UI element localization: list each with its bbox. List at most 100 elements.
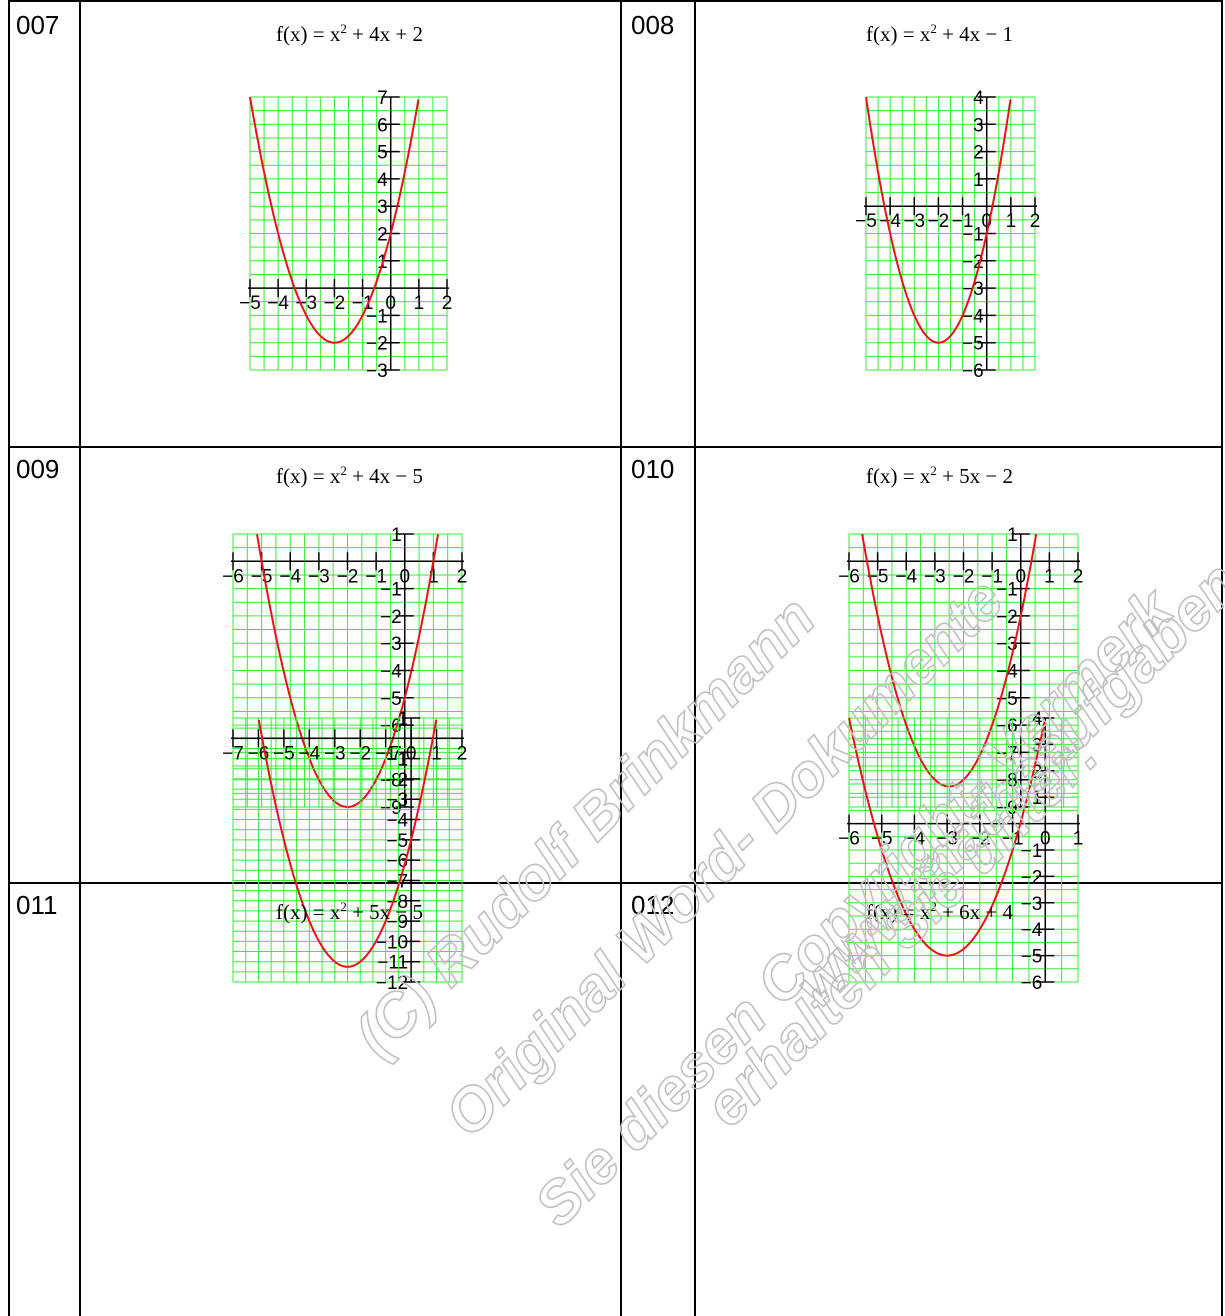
x-tick-label: −3 <box>324 743 346 764</box>
x-tick-label: −3 <box>295 293 317 314</box>
y-tick-label: −1 <box>386 750 408 771</box>
y-tick-label: −10 <box>376 932 408 953</box>
x-tick-label: −2 <box>953 566 975 587</box>
function-title: f(x) = x2 + 5x − 5 <box>276 900 423 923</box>
y-tick-label: 1 <box>391 525 402 546</box>
table-border-middle <box>620 0 622 1316</box>
y-tick-label: 2 <box>1032 762 1043 783</box>
x-tick-label: −2 <box>324 293 346 314</box>
x-tick-label: −2 <box>337 566 359 587</box>
x-tick-label: −5 <box>239 293 261 314</box>
y-tick-label: 3 <box>973 115 984 136</box>
x-tick-label: 2 <box>1073 566 1084 587</box>
function-title: f(x) = x2 + 4x − 1 <box>866 22 1013 45</box>
function-title: f(x) = x2 + 5x − 2 <box>866 464 1013 487</box>
y-tick-label: −5 <box>386 831 408 852</box>
y-tick-label: −6 <box>962 361 984 382</box>
y-tick-label: −2 <box>996 607 1018 628</box>
parabola-curve <box>249 96 420 344</box>
title-suffix: + 4x − 5 <box>346 464 424 488</box>
title-prefix: f(x) = x <box>866 22 931 46</box>
x-tick-label: −3 <box>308 566 330 587</box>
title-prefix: f(x) = x <box>276 900 341 924</box>
table-row-divider-2 <box>8 882 1223 884</box>
x-tick-label: −1 <box>352 293 374 314</box>
title-exponent: 2 <box>930 463 937 478</box>
exercise-number: 010 <box>631 454 675 484</box>
x-tick-label: 2 <box>457 743 468 764</box>
x-tick-label: −1 <box>952 211 974 232</box>
y-tick-label: −3 <box>366 361 388 382</box>
parabola-curve <box>865 96 1012 344</box>
title-suffix: + 5x − 5 <box>346 900 424 924</box>
y-tick-label: 2 <box>377 225 388 246</box>
exercise-number: 011 <box>16 890 58 920</box>
x-tick-label: −6 <box>222 566 244 587</box>
y-tick-label: −2 <box>1021 867 1043 888</box>
y-tick-label: −6 <box>386 851 408 872</box>
x-tick-label: 2 <box>457 566 468 587</box>
y-tick-label: 5 <box>377 143 388 164</box>
y-tick-label: −1 <box>1021 841 1043 862</box>
y-tick-label: 4 <box>973 88 984 109</box>
x-tick-label: −2 <box>349 743 371 764</box>
x-tick-label: −4 <box>895 566 917 587</box>
y-tick-label: 1 <box>1007 525 1018 546</box>
x-tick-label: −4 <box>267 293 289 314</box>
x-tick-label: 1 <box>1044 566 1055 587</box>
x-tick-label: −5 <box>273 743 295 764</box>
y-tick-label: −7 <box>996 743 1018 764</box>
y-tick-label: −5 <box>380 689 402 710</box>
x-tick-label: −2 <box>928 211 950 232</box>
function-title: f(x) = x2 + 6x + 4 <box>866 900 1013 923</box>
title-exponent: 2 <box>340 463 347 478</box>
table-border-right <box>1221 0 1223 1316</box>
title-exponent: 2 <box>930 899 937 914</box>
title-suffix: + 4x − 1 <box>936 22 1014 46</box>
table-border-number-col-left <box>79 0 81 1316</box>
x-tick-label: −3 <box>924 566 946 587</box>
y-tick-label: 1 <box>1032 788 1043 809</box>
function-title: f(x) = x2 + 4x − 5 <box>276 464 423 487</box>
title-exponent: 2 <box>930 21 937 36</box>
x-tick-label: −5 <box>871 829 893 850</box>
x-tick-label: 1 <box>1006 211 1017 232</box>
y-tick-label: 6 <box>377 115 388 136</box>
x-tick-label: 0 <box>399 566 410 587</box>
y-tick-label: 1 <box>398 709 409 730</box>
title-suffix: + 6x + 4 <box>936 900 1014 924</box>
y-tick-label: −2 <box>366 334 388 355</box>
exercise-number: 008 <box>631 10 675 40</box>
x-tick-label: −4 <box>879 211 901 232</box>
y-tick-label: −2 <box>386 770 408 791</box>
x-tick-label: −1 <box>981 566 1003 587</box>
title-prefix: f(x) = x <box>276 22 341 46</box>
x-tick-label: 0 <box>406 743 417 764</box>
x-tick-label: −1 <box>375 743 397 764</box>
title-suffix: + 5x − 2 <box>936 464 1014 488</box>
y-tick-label: −4 <box>386 811 408 832</box>
y-tick-label: −5 <box>1021 947 1043 968</box>
title-exponent: 2 <box>340 899 347 914</box>
x-tick-label: −6 <box>838 566 860 587</box>
x-tick-label: 0 <box>1040 829 1051 850</box>
parabola-curve <box>848 717 1046 957</box>
title-prefix: f(x) = x <box>866 464 931 488</box>
y-tick-label: −1 <box>996 580 1018 601</box>
x-tick-label: 1 <box>428 566 439 587</box>
y-tick-label: −3 <box>386 790 408 811</box>
y-tick-label: −9 <box>386 912 408 933</box>
y-tick-label: 4 <box>1032 709 1043 730</box>
x-tick-label: 1 <box>414 293 425 314</box>
x-tick-label: 0 <box>385 293 396 314</box>
title-prefix: f(x) = x <box>866 900 931 924</box>
parabola-curve <box>257 719 438 968</box>
title-suffix: + 4x + 2 <box>346 22 424 46</box>
y-tick-label: −6 <box>1021 973 1043 994</box>
x-tick-label: −4 <box>904 829 926 850</box>
table-border-top <box>8 0 1223 2</box>
x-tick-label: −5 <box>251 566 273 587</box>
y-tick-label: 7 <box>377 88 388 109</box>
